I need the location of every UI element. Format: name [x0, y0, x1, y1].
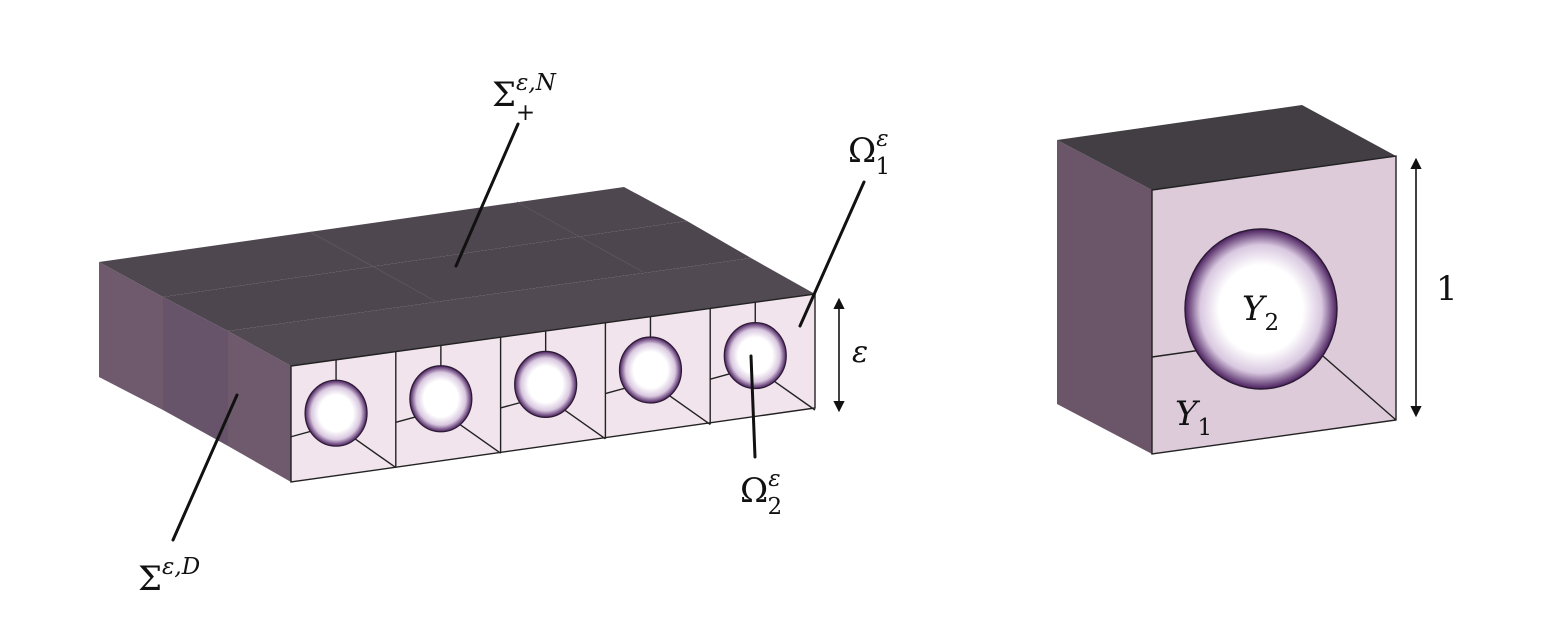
top-face-front	[228, 258, 815, 366]
front-row-side-face	[228, 331, 291, 482]
label-side-face: Σε,D	[138, 554, 200, 599]
label-matrix-y1: Y1	[1175, 394, 1212, 441]
cell-inclusion	[723, 321, 787, 390]
cell-inclusion	[304, 379, 368, 447]
cube-left-face	[1057, 140, 1152, 454]
leader-inclusion	[749, 354, 757, 459]
top-face-seams	[309, 201, 644, 303]
leader-side-face	[171, 393, 239, 542]
unit-cell-inclusion	[1184, 228, 1338, 390]
top-face-middle	[163, 221, 751, 331]
cell-inclusion	[409, 365, 473, 433]
cell-inclusion	[618, 336, 683, 404]
label-inclusion-y2: Y2	[1242, 289, 1279, 336]
leader-top-face	[454, 122, 520, 268]
right-panel: Y2 Y1 1	[1057, 105, 1458, 455]
label-top-face: Σε,N+	[492, 70, 557, 126]
cell-inclusion	[514, 350, 578, 418]
label-cell-size-epsilon: ε	[852, 335, 868, 370]
middle-row-side-face	[163, 297, 228, 446]
cube-top-face	[1057, 105, 1396, 190]
leader-matrix	[798, 180, 866, 328]
label-unit-size: 1	[1436, 269, 1458, 309]
front-cells	[290, 302, 816, 469]
back-row-side-face	[99, 262, 163, 410]
